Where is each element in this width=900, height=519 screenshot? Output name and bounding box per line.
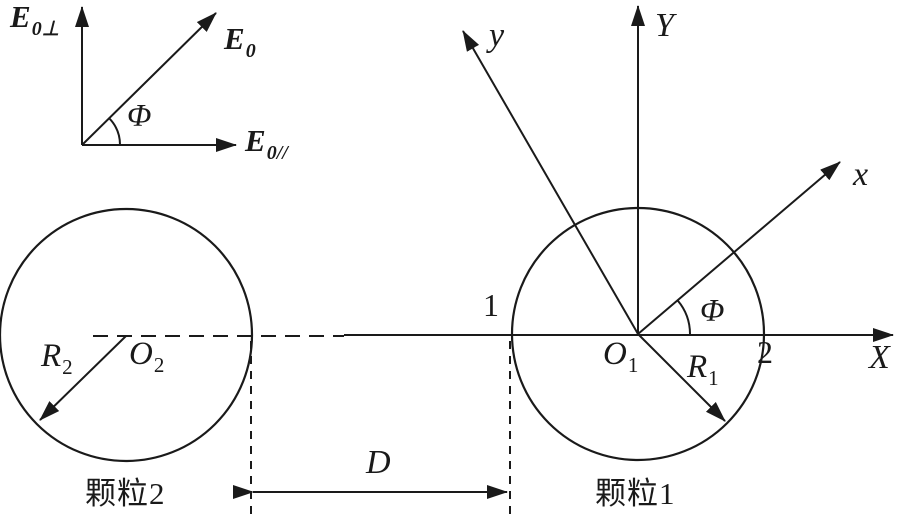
radius2-arrow <box>39 335 127 421</box>
radius-r1-sub: 1 <box>708 366 719 390</box>
radius-r2-sub: 2 <box>62 355 73 379</box>
phi-inset-label: Φ <box>127 97 152 133</box>
center-o1-label: O1 <box>603 336 638 376</box>
surface-point-1-label: 1 <box>483 287 499 323</box>
radius-r2-base: R <box>41 338 62 374</box>
e-perpendicular-sub: 0⊥ <box>31 18 60 40</box>
e-total-base: E <box>224 21 245 56</box>
surface-point-2-label: 2 <box>757 334 773 370</box>
local-x-axis-label: x <box>853 156 869 193</box>
radius-r2-label: R2 <box>41 338 73 378</box>
center-o2-sub: 2 <box>153 353 165 377</box>
e-total-label: E0 <box>224 21 256 61</box>
global-x-axis-label: X <box>869 339 890 376</box>
e-parallel-base: E <box>245 123 266 158</box>
global-y-axis-label: Y <box>655 7 674 44</box>
x-axis-local <box>637 161 841 335</box>
radius-r1-label: R1 <box>687 349 719 389</box>
local-y-axis-label: y <box>489 17 505 54</box>
particle2-caption: 颗粒2 <box>85 476 166 511</box>
phi-arc-main <box>677 299 691 335</box>
y-axis-local <box>462 30 639 335</box>
radius-r1-base: R <box>687 349 708 385</box>
radius1-arrow <box>637 333 726 422</box>
phi-arc-inset <box>108 117 122 146</box>
e-perpendicular-label: E0⊥ <box>10 0 59 39</box>
particle1-caption: 颗粒1 <box>595 476 676 511</box>
distance-label: D <box>366 444 391 481</box>
center-o1-sub: 1 <box>627 353 639 377</box>
center-o2-label: O2 <box>129 336 164 376</box>
e-parallel-sub: 0// <box>266 142 288 164</box>
e-perpendicular-base: E <box>10 0 31 34</box>
center-o2-base: O <box>129 336 153 372</box>
center-o1-base: O <box>603 336 627 372</box>
e-total-sub: 0 <box>245 40 256 62</box>
e-total-arrow <box>81 12 217 146</box>
e-parallel-label: E0// <box>245 123 288 163</box>
phi-main-label: Φ <box>700 292 725 328</box>
